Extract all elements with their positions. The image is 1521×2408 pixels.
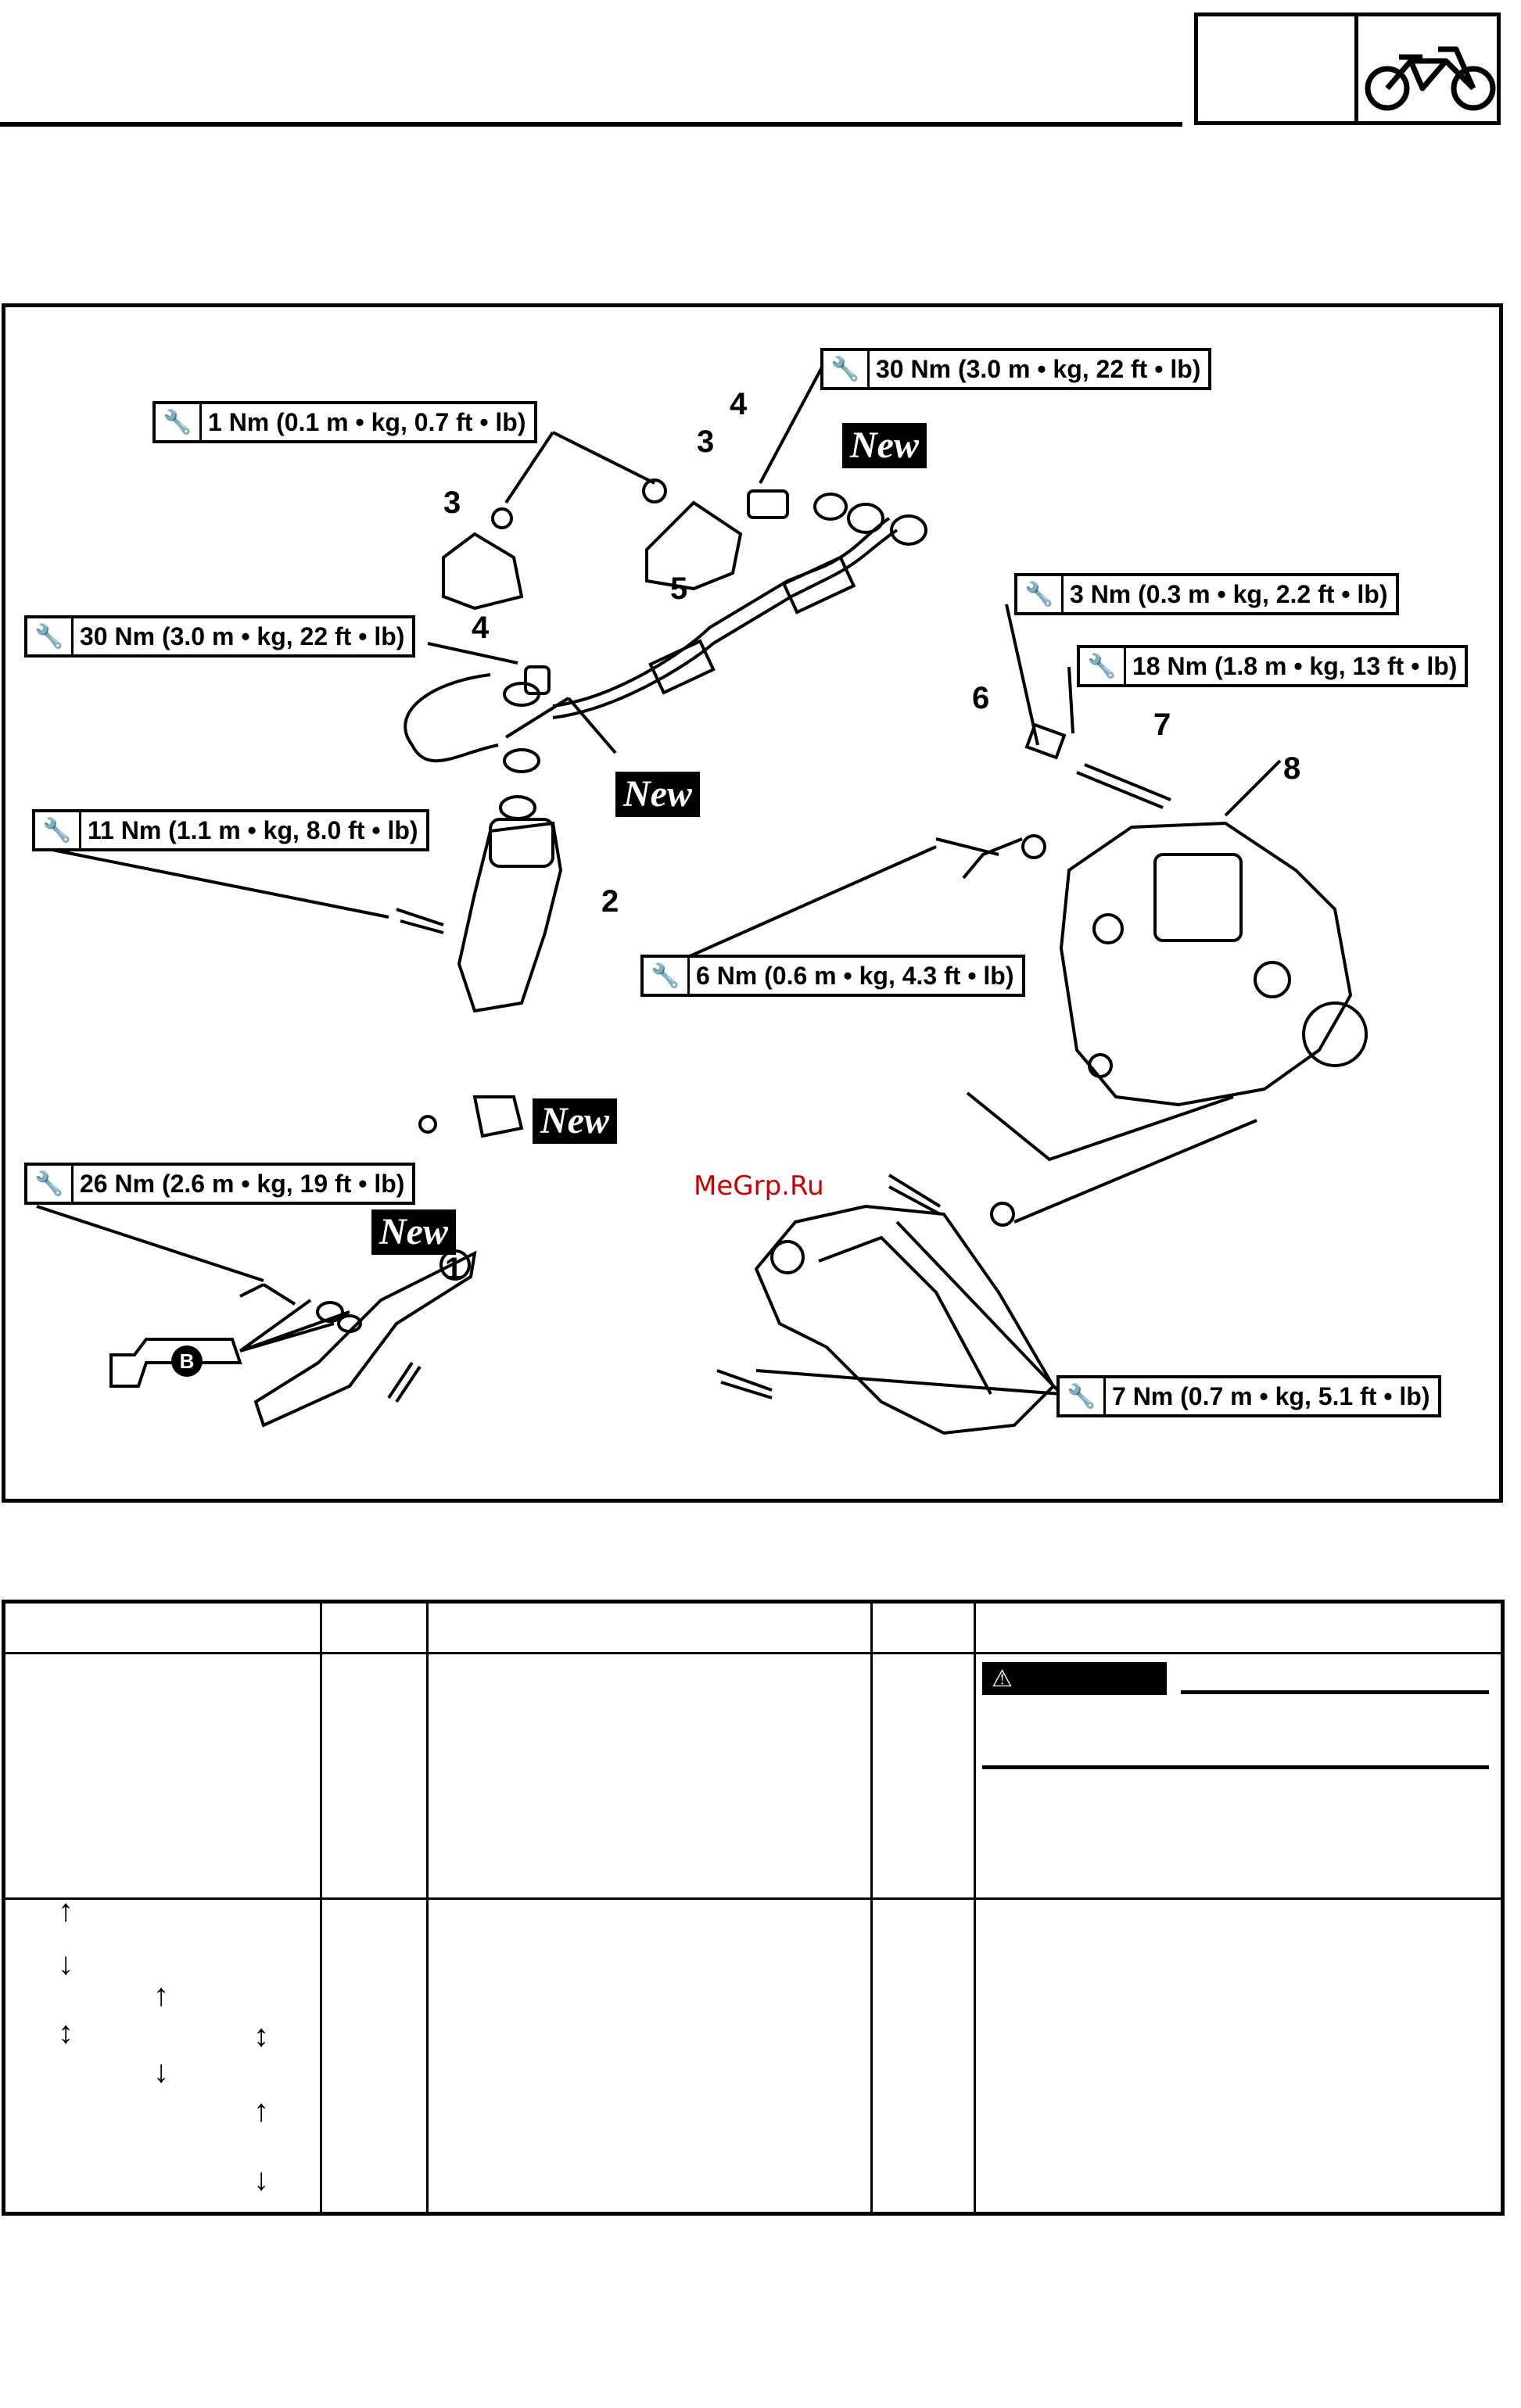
motorcycle-icon	[1365, 46, 1496, 111]
section-icon-box	[1194, 13, 1501, 125]
torque-value: 3 Nm (0.3 m • kg, 2.2 ft • lb)	[1070, 579, 1388, 608]
header-rule	[0, 122, 1182, 127]
torque-label-pin: 🔧 18 Nm (1.8 m • kg, 13 ft • lb)	[1077, 645, 1469, 687]
table-column-rule	[974, 1604, 976, 2212]
part-number: 4	[730, 387, 748, 421]
torque-label-bleed-cap: 🔧 3 Nm (0.3 m • kg, 2.2 ft • lb)	[1014, 573, 1399, 615]
sequence-arrow: ↓	[58, 1947, 74, 1981]
torque-value: 30 Nm (3.0 m • kg, 22 ft • lb)	[80, 622, 405, 650]
new-part-badge: New	[371, 1209, 456, 1255]
torque-value: 18 Nm (1.8 m • kg, 13 ft • lb)	[1132, 651, 1458, 680]
sequence-arrow: ↓	[153, 2055, 169, 2089]
torque-value: 30 Nm (3.0 m • kg, 22 ft • lb)	[876, 354, 1201, 383]
table-column-rule	[870, 1604, 873, 2212]
torque-value: 26 Nm (2.6 m • kg, 19 ft • lb)	[80, 1169, 405, 1198]
table-column-rule	[426, 1604, 429, 2212]
torque-label-pedal-bolt: 🔧 26 Nm (2.6 m • kg, 19 ft • lb)	[24, 1163, 416, 1205]
torque-label-master-cylinder-bolt: 🔧 11 Nm (1.1 m • kg, 8.0 ft • lb)	[32, 809, 429, 851]
icon-box-divider	[1354, 16, 1358, 121]
torque-value: 7 Nm (0.7 m • kg, 5.1 ft • lb)	[1112, 1381, 1430, 1410]
torque-label-union-bolt-upper: 🔧 30 Nm (3.0 m • kg, 22 ft • lb)	[820, 348, 1212, 390]
torque-value: 1 Nm (0.1 m • kg, 0.7 ft • lb)	[208, 407, 526, 436]
torque-label-clamp-bolt: 🔧 1 Nm (0.1 m • kg, 0.7 ft • lb)	[152, 401, 537, 443]
new-part-badge: New	[533, 1098, 617, 1144]
torque-wrench-icon: 🔧	[27, 1166, 74, 1202]
part-number: 1	[445, 1252, 463, 1286]
parts-table	[2, 1600, 1505, 2216]
torque-label-guard-bolt: 🔧 7 Nm (0.7 m • kg, 5.1 ft • lb)	[1056, 1375, 1441, 1417]
exploded-diagram: 🔧 1 Nm (0.1 m • kg, 0.7 ft • lb) 🔧 30 Nm…	[2, 303, 1503, 1503]
torque-label-bleed-screw: 🔧 6 Nm (0.6 m • kg, 4.3 ft • lb)	[640, 955, 1025, 997]
torque-wrench-icon: 🔧	[27, 618, 74, 654]
torque-wrench-icon: 🔧	[644, 958, 690, 994]
warning-badge: ⚠	[982, 1662, 1167, 1695]
part-number: 6	[972, 681, 990, 715]
torque-label-union-bolt-lower: 🔧 30 Nm (3.0 m • kg, 22 ft • lb)	[24, 615, 416, 658]
part-number: 2	[601, 884, 619, 919]
torque-wrench-icon: 🔧	[1080, 648, 1126, 684]
sequence-arrow: ↑	[253, 2094, 269, 2128]
torque-wrench-icon: 🔧	[35, 812, 81, 848]
torque-wrench-icon: 🔧	[1060, 1378, 1106, 1414]
watermark: MeGrp.Ru	[694, 1170, 824, 1202]
torque-wrench-icon: 🔧	[156, 404, 202, 440]
torque-value: 11 Nm (1.1 m • kg, 8.0 ft • lb)	[88, 815, 418, 844]
sequence-arrow: ↕	[58, 2016, 74, 2050]
grease-marker: B	[171, 1346, 203, 1377]
part-number: 8	[1283, 751, 1301, 786]
sequence-arrow: ↑	[153, 1978, 169, 2012]
torque-value: 6 Nm (0.6 m • kg, 4.3 ft • lb)	[696, 961, 1014, 990]
table-row-rule	[5, 1897, 1501, 1900]
warning-rule-top	[1181, 1690, 1489, 1694]
torque-wrench-icon: 🔧	[1017, 576, 1064, 612]
table-header-rule	[5, 1652, 1501, 1654]
sequence-arrow: ↓	[253, 2163, 269, 2197]
warning-triangle-icon: ⚠	[992, 1665, 1013, 1692]
part-number: 7	[1153, 708, 1171, 742]
part-number: 3	[697, 425, 715, 459]
part-number: 4	[472, 611, 490, 645]
part-number: 3	[443, 486, 461, 520]
diagram-drawing	[36, 365, 1368, 1435]
sequence-arrow: ↕	[253, 2019, 269, 2053]
part-number: 5	[670, 572, 688, 606]
new-part-badge: New	[615, 772, 700, 817]
sequence-arrow: ↑	[58, 1894, 74, 1928]
torque-wrench-icon: 🔧	[823, 351, 870, 387]
new-part-badge: New	[842, 423, 927, 468]
table-column-rule	[320, 1604, 322, 2212]
warning-rule-bottom	[982, 1765, 1489, 1769]
